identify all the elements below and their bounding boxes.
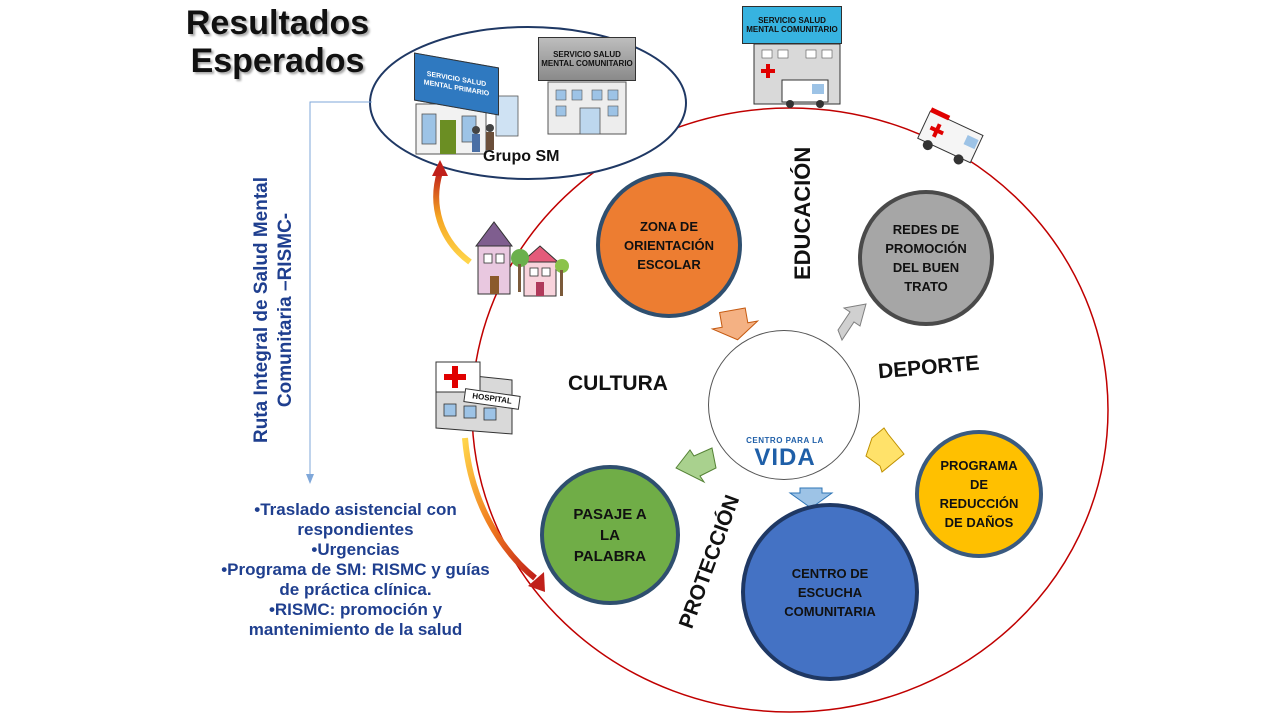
- primary-service-building-icon: [415, 95, 519, 155]
- word-cultura: CULTURA: [568, 372, 668, 395]
- title-line-2: Esperados: [190, 42, 365, 80]
- logo-text-main: VIDA: [754, 444, 816, 471]
- arrow-to-green: [675, 447, 717, 484]
- houses-icon: [475, 221, 569, 297]
- circle-label: CENTRO DE ESCUCHA COMUNITARIA: [784, 565, 876, 619]
- circle-centro-escucha: CENTRO DE ESCUCHA COMUNITARIA: [741, 503, 919, 681]
- arrow-houses-to-ellipse: [433, 171, 472, 265]
- list-item: •Traslado asistencial con respondientes: [254, 500, 457, 539]
- word-educacion: EDUCACIÓN: [790, 146, 815, 280]
- arrow-to-gray: [837, 303, 867, 342]
- arrow-to-orange: [710, 307, 760, 341]
- community-service-building-icon: [547, 81, 627, 135]
- top-building-sign: SERVICIO SALUD MENTAL COMUNITARIO: [742, 6, 842, 44]
- circle-redes-buen-trato: REDES DE PROMOCIÓN DEL BUEN TRATO: [858, 190, 994, 326]
- list-item: •RISMC: promoción y mantenimiento de la …: [248, 600, 463, 639]
- list-item: •Programa de SM: RISMC y guías de prácti…: [221, 560, 490, 599]
- grupo-sm-label: Grupo SM: [483, 148, 560, 165]
- list-item: •Urgencias: [311, 540, 400, 559]
- page-title: Resultados Esperados: [170, 4, 385, 80]
- top-community-building-icon: [753, 43, 841, 108]
- logo-text-top: CENTRO PARA LA: [746, 436, 824, 445]
- arrow-hospital-to-circle: [462, 437, 537, 581]
- ambulance-icon: [917, 107, 984, 165]
- circle-label: PASAJE A LA PALABRA: [573, 505, 647, 565]
- circle-label: PROGRAMA DE REDUCCIÓN DE DAÑOS: [939, 458, 1019, 530]
- circle-pasaje-palabra: PASAJE A LA PALABRA: [540, 465, 680, 605]
- expected-results-list: •Traslado asistencial con respondientes …: [218, 500, 493, 640]
- title-line-1: Resultados: [185, 4, 370, 42]
- community-service-sign: SERVICIO SALUD MENTAL COMUNITARIO: [538, 37, 636, 81]
- circle-zona-orientacion-escolar: ZONA DE ORIENTACIÓN ESCOLAR: [596, 172, 742, 318]
- connector-line: [309, 101, 372, 478]
- vertical-route-label: Ruta Integral de Salud Mental Comunitari…: [251, 176, 296, 444]
- circle-label: ZONA DE ORIENTACIÓN ESCOLAR: [623, 218, 715, 272]
- circle-reduccion-danos: PROGRAMA DE REDUCCIÓN DE DAÑOS: [915, 430, 1043, 558]
- circle-label: REDES DE PROMOCIÓN DEL BUEN TRATO: [885, 222, 967, 294]
- center-circle: [708, 330, 860, 480]
- arrow-to-yellow: [865, 427, 905, 473]
